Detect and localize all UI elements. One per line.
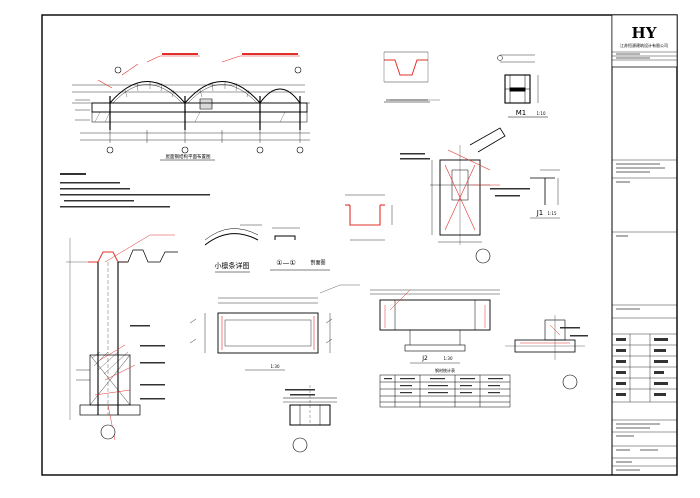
m1-scale: 1:10 — [537, 111, 546, 116]
small-purlin-label: 小檩条详图 — [215, 261, 250, 270]
column-notes — [130, 325, 165, 400]
j2-label: J2 — [421, 355, 428, 362]
company-logo: HY — [632, 24, 657, 42]
j1-profile — [530, 169, 560, 205]
column-hatching — [91, 351, 129, 375]
beam-red-marks — [221, 316, 315, 350]
section-suffix: 剖面图 — [310, 259, 325, 266]
misc-leaders — [319, 99, 440, 294]
j2-scale: 1:30 — [444, 356, 453, 361]
beam-scale: 1:30 — [271, 364, 280, 369]
base-plate-notes — [285, 389, 315, 396]
bracket-detail — [505, 315, 585, 360]
axis-markers — [106, 66, 304, 154]
bracket-notes — [560, 327, 588, 337]
joint-detail-j2 — [370, 289, 500, 352]
purlin-dims — [345, 194, 393, 225]
section-1-1 — [272, 227, 300, 240]
detail-marker-right — [562, 374, 578, 390]
detail-marker-j1 — [475, 248, 491, 264]
j1-scale: 1:15 — [548, 211, 557, 216]
title-block: HY 江苏恒源建筑设计有限公司 — [611, 14, 678, 471]
column-red-annotations — [94, 234, 175, 441]
j1-red-lines — [444, 149, 500, 231]
table-title: 钢材统计表 — [435, 367, 455, 373]
m1-embed-detail — [497, 54, 539, 104]
steel-schedule-table — [379, 374, 511, 408]
table-cell-marks — [384, 378, 503, 394]
small-purlin-arc-detail — [204, 224, 262, 246]
section-label: ①—① — [276, 259, 296, 267]
m1-label: M1 — [516, 109, 527, 117]
general-notes — [60, 173, 210, 208]
j1-label: J1 — [536, 209, 544, 217]
j2-red-lines — [384, 289, 486, 328]
red-annotation-leaders — [97, 55, 300, 89]
purlin-section — [345, 204, 385, 226]
j1-notes — [400, 153, 530, 197]
roof-panel-profile — [383, 51, 430, 103]
detail-marker-left — [100, 424, 116, 440]
roof-elevation-view — [72, 81, 310, 143]
beam-elevation — [189, 297, 333, 354]
drawing-border — [41, 14, 678, 476]
bracket-red-lines — [520, 324, 570, 344]
company-name: 江苏恒源建筑设计有限公司 — [620, 42, 668, 48]
plan-title: 屋面钢结构平面布置图 — [166, 153, 211, 160]
column-elevation-detail — [66, 238, 178, 420]
base-plate-detail — [283, 385, 337, 426]
joint-detail-j1 — [430, 127, 506, 245]
detail-marker-center — [292, 437, 308, 453]
